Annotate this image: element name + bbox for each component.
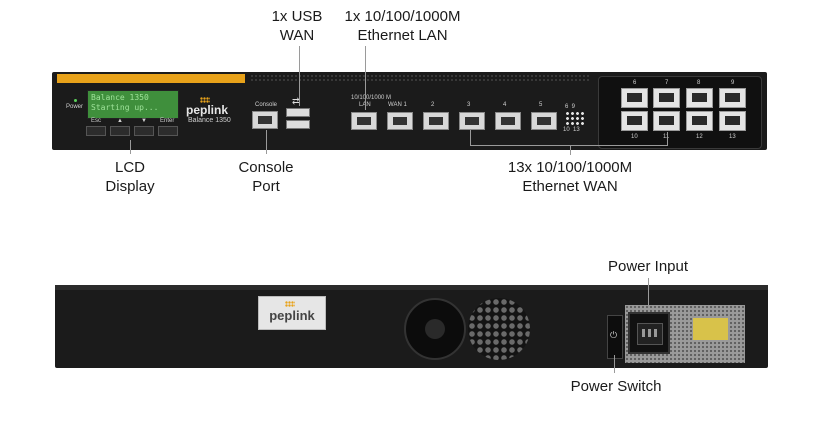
module-port-6-label: 6 [633,80,637,86]
wan-port-7[interactable] [653,88,680,108]
power-led-icon [74,99,77,102]
rear-top-edge [55,285,768,290]
wan-port-8[interactable] [686,88,713,108]
usb-port-1[interactable] [286,108,310,117]
usb-icon: ⇄ [292,96,300,106]
accent-stripe [57,74,245,83]
wan-port-9[interactable] [719,88,746,108]
port-5-label: 5 [539,102,543,108]
module-port-12-label: 12 [696,134,703,140]
down-button-label: ▼ [141,118,147,124]
callout-power-switch: Power Switch [570,378,662,395]
console-leader-line [266,130,267,154]
enter-button-label: Enter [160,118,175,124]
front-brand: peplink [186,103,229,117]
rear-brand: peplink [269,308,315,323]
lcd-line-1: Balance 1350 [91,93,149,102]
rear-logo-icon [285,301,295,307]
front-model: Balance 1350 [188,117,231,124]
wan-port-1[interactable] [387,112,413,130]
module-port-8-label: 8 [697,80,701,86]
down-button[interactable] [134,126,154,136]
wan-port-10[interactable] [621,111,648,131]
wan-bracket-left [470,130,471,145]
callout-lcd-display: LCD Display [105,159,155,195]
module-port-11-label: 11 [663,134,669,140]
rear-brand-plate: peplink [258,296,326,330]
wan-port-13[interactable] [719,111,746,131]
lcd-screen: Balance 1350 Starting up... [87,90,179,119]
console-port[interactable] [252,111,278,129]
module-port-9-label: 9 [731,80,735,86]
callout-usb-wan: 1x USB WAN [271,8,323,44]
wan-port-6[interactable] [621,88,648,108]
power-input-socket[interactable] [628,312,670,354]
power-symbol-icon: ⏻ [610,330,618,340]
fan-1-icon [404,298,466,360]
wan1-port-label: WAN 1 [388,102,407,108]
module-port-13-label: 13 [729,134,736,140]
vent-strip [250,74,590,83]
wan-bracket-right [667,132,668,145]
console-label: Console [255,102,278,108]
peplink-logo-icon [200,97,210,103]
wan-bracket-line [470,145,668,146]
callout-ethernet-wan: 13x 10/100/1000M Ethernet WAN [507,159,633,195]
lan-port[interactable] [351,112,377,130]
callout-power-input: Power Input [607,258,689,275]
usb-leader-line [299,46,300,106]
wan-port-5[interactable] [531,112,557,130]
psu-label-sticker [693,318,728,340]
power-input-leader-line [648,278,649,306]
esc-button[interactable] [86,126,106,136]
callout-console-port: Console Port [238,159,294,195]
wan-port-4[interactable] [495,112,521,130]
port-4-label: 4 [503,102,507,108]
wan-port-3[interactable] [459,112,485,130]
module-port-7-label: 7 [665,80,669,86]
up-button-label: ▲ [117,118,123,124]
power-switch-leader-line [614,355,615,373]
port-2-label: 2 [431,102,435,108]
wan-port-11[interactable] [653,111,680,131]
esc-button-label: Esc [91,118,102,124]
fan-2-grille-icon [468,298,530,360]
port-speed-label: 10/100/1000 M [351,95,392,101]
lcd-leader-line [130,140,131,154]
wan-port-2[interactable] [423,112,449,130]
lcd-line-2: Starting up... [91,103,159,112]
enter-button[interactable] [158,126,178,136]
up-button[interactable] [110,126,130,136]
module-port-10-label: 10 [631,134,638,140]
power-switch[interactable]: ⏻ [607,315,623,359]
port-led-grid [565,111,585,125]
callout-ethernet-lan: 1x 10/100/1000M Ethernet LAN [344,8,461,44]
led-range-bottom: 10 13 [563,127,580,133]
port-3-label: 3 [467,102,471,108]
usb-port-2[interactable] [286,120,310,129]
led-range-top: 6 9 [565,104,576,110]
wan-leader-line [570,145,571,155]
lan-leader-line [365,46,366,110]
power-label: Power [66,104,84,110]
lan-port-label: LAN [359,102,371,108]
wan-port-12[interactable] [686,111,713,131]
